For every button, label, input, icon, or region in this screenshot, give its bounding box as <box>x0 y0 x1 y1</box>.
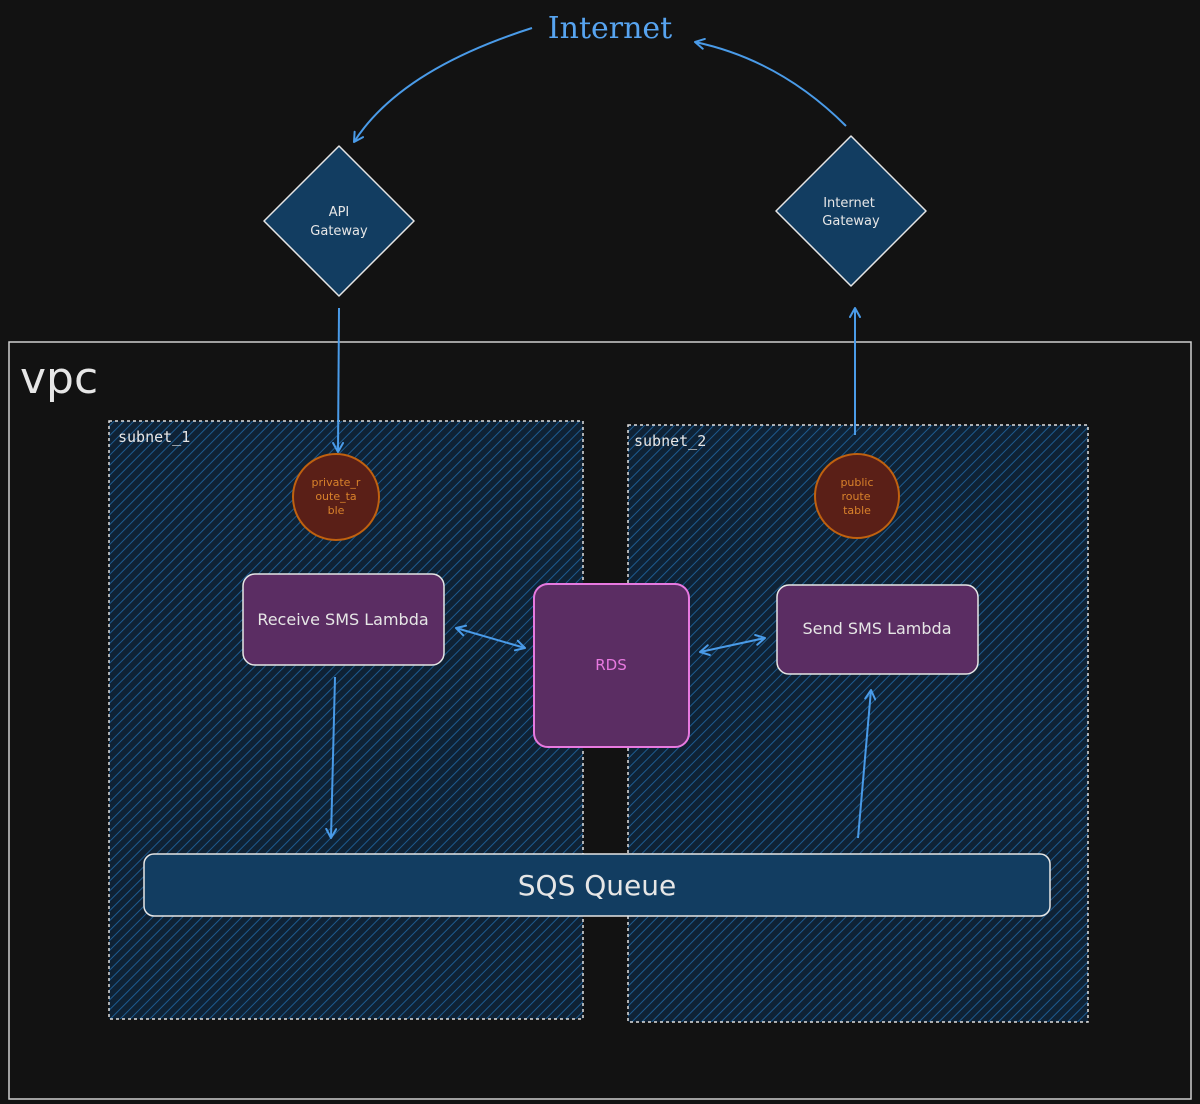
arrow-api-gateway-to-private-route-table <box>332 307 345 453</box>
public-route-table-node[interactable]: public route table <box>814 453 900 539</box>
arrow-internet-gateway-to-internet <box>694 37 847 127</box>
subnet-1-label: subnet_1 <box>118 428 190 446</box>
internet-label: Internet <box>548 11 672 46</box>
sqs-queue-node[interactable]: SQS Queue <box>143 853 1051 917</box>
send-sms-lambda-node[interactable]: Send SMS Lambda <box>776 584 979 675</box>
arrow-sqs-to-send-lambda <box>857 689 877 839</box>
private-route-table-node[interactable]: private_r oute_ta ble <box>292 453 380 541</box>
receive-sms-lambda-label: Receive SMS Lambda <box>257 610 428 629</box>
public-route-table-line2: route <box>841 490 870 503</box>
api-gateway-label-line2: Gateway <box>310 224 368 239</box>
vpc-boundary <box>8 341 1192 1100</box>
public-route-table-line3: table <box>843 504 871 517</box>
internet-gateway-label-line2: Gateway <box>822 214 880 229</box>
receive-sms-lambda-node[interactable]: Receive SMS Lambda <box>242 573 445 666</box>
api-gateway-node[interactable]: API Gateway <box>263 145 415 297</box>
internet-gateway-label-line1: Internet <box>823 196 875 211</box>
rds-label: RDS <box>595 656 627 674</box>
arrow-rds-send-lambda <box>699 634 766 656</box>
internet-gateway-node[interactable]: Internet Gateway <box>775 135 927 287</box>
sqs-queue-label: SQS Queue <box>518 869 676 902</box>
private-route-table-line3: ble <box>328 504 345 517</box>
private-route-table-line2: oute_ta <box>315 490 356 503</box>
private-route-table-line1: private_r <box>312 476 361 489</box>
rds-node[interactable]: RDS <box>533 583 690 748</box>
subnet-2-label: subnet_2 <box>634 432 706 450</box>
arrow-receive-lambda-to-sqs <box>325 676 338 839</box>
arrow-internet-to-api-gateway <box>353 27 533 143</box>
vpc-label: vpc <box>20 353 98 404</box>
public-route-table-line1: public <box>840 476 873 489</box>
send-sms-lambda-label: Send SMS Lambda <box>802 619 951 638</box>
arrow-receive-lambda-rds <box>455 624 526 652</box>
api-gateway-label-line1: API <box>329 205 350 220</box>
